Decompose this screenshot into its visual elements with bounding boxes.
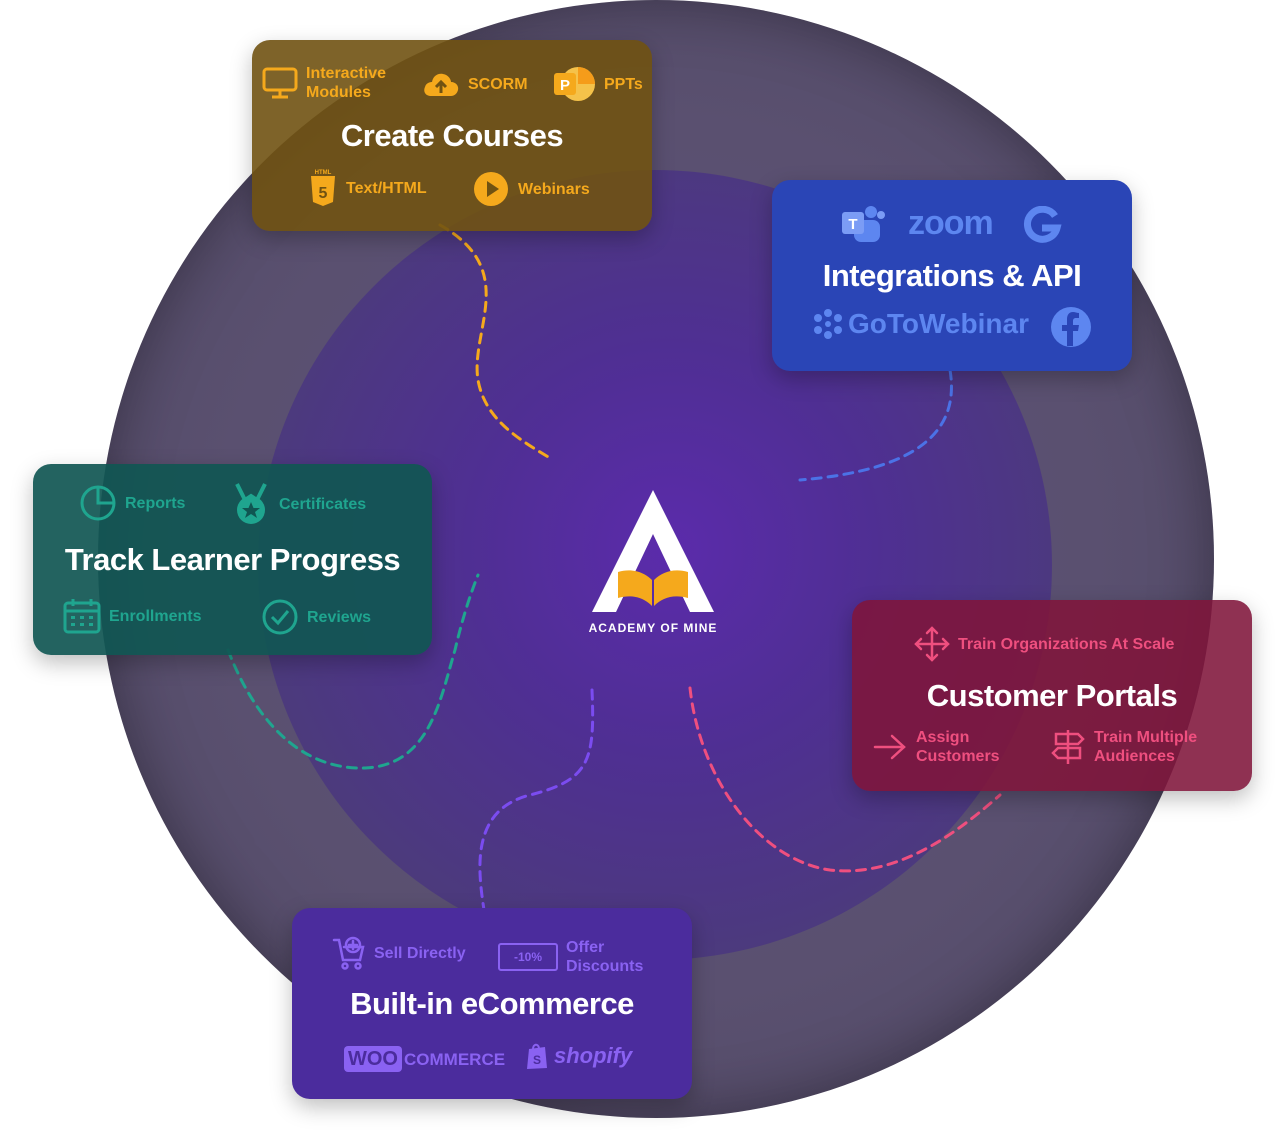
academy-a-logo-icon <box>592 490 714 612</box>
item-label: Sell Directly <box>374 944 466 962</box>
svg-text:S: S <box>533 1053 541 1067</box>
item-train-organizations: Train Organizations At Scale <box>914 626 1174 662</box>
commerce-text: COMMERCE <box>404 1050 506 1069</box>
html5-icon: HTML 5 <box>311 170 335 206</box>
arrow-right-icon <box>873 734 906 760</box>
card-title: Create Courses <box>340 118 564 153</box>
connector-courses <box>438 223 552 460</box>
item-label: Reviews <box>307 608 372 626</box>
card-customer-portals: Train Organizations At Scale Customer Po… <box>852 600 1252 791</box>
academy-brand-text: ACADEMY OF MINE <box>588 621 718 635</box>
item-label: Webinars <box>518 180 590 198</box>
item-label: Text/HTML <box>346 179 427 197</box>
woo-mark: WOO <box>344 1046 402 1072</box>
powerpoint-icon: P <box>554 67 595 101</box>
item-offer-discounts: -10% Offer Discounts <box>498 938 643 976</box>
facebook-icon <box>1051 307 1091 347</box>
item-enrollments: Enrollments <box>63 598 201 634</box>
signpost-icon <box>1051 730 1085 764</box>
svg-text:5: 5 <box>319 185 328 202</box>
cart-plus-icon <box>332 936 365 970</box>
gotowebinar-icon <box>814 309 842 339</box>
item-label: Enrollments <box>109 607 202 625</box>
monitor-icon <box>262 67 298 99</box>
card-title: Track Learner Progress <box>64 542 401 577</box>
svg-text:T: T <box>848 216 857 233</box>
item-reviews: Reviews <box>261 598 371 636</box>
card-title: Built-in eCommerce <box>350 986 634 1021</box>
card-create-courses: Interactive Modules SCORM P PPTs Create … <box>252 40 652 231</box>
pie-chart-icon <box>80 485 116 521</box>
item-assign-customers: Assign Customers <box>872 728 1000 766</box>
card-track-learner-progress: Reports Certificates Track Learner Progr… <box>33 464 432 655</box>
item-label: Train Multiple Audiences <box>1094 729 1198 765</box>
connector-integrations <box>798 368 953 482</box>
connector-track <box>226 573 480 770</box>
academy-logo: ACADEMY OF MINE <box>586 488 720 635</box>
item-ppts: P PPTs <box>552 64 643 104</box>
shopify-logo: S shopify <box>526 1042 632 1070</box>
card-title: Customer Portals <box>926 678 1178 713</box>
connector-ecommerce <box>478 688 595 912</box>
zoom-logo: zoom <box>908 204 994 242</box>
discount-tag-icon: -10% <box>498 943 558 971</box>
item-sell-directly: Sell Directly <box>332 936 466 970</box>
item-scorm: SCORM <box>422 69 528 99</box>
gotowebinar-logo: GoToWebinar <box>812 308 1029 340</box>
play-icon <box>474 172 508 206</box>
item-label: Reports <box>125 494 186 512</box>
item-train-multiple-audiences: Train Multiple Audiences <box>1050 728 1197 766</box>
move-arrows-icon <box>914 626 950 662</box>
calendar-icon <box>63 599 101 634</box>
google-icon <box>1023 206 1062 243</box>
item-label: Train Organizations At Scale <box>958 635 1175 653</box>
item-label: Assign Customers <box>916 729 1000 765</box>
item-interactive-modules: Interactive Modules <box>262 64 386 102</box>
svg-text:HTML: HTML <box>315 170 332 176</box>
teams-icon: T <box>842 206 885 242</box>
connector-portals <box>688 686 1002 873</box>
item-text-html: HTML 5 Text/HTML <box>308 168 427 208</box>
cloud-upload-icon <box>424 73 459 96</box>
check-circle-icon <box>262 599 298 635</box>
item-label: Interactive Modules <box>306 65 387 101</box>
medal-icon <box>235 483 267 524</box>
card-integrations-api: T zoom Integrations & API GoToWebinar <box>772 180 1132 371</box>
item-label: Offer Discounts <box>566 939 644 975</box>
item-certificates: Certificates <box>231 482 366 526</box>
item-label: SCORM <box>468 75 528 93</box>
shopify-text: shopify <box>554 1043 633 1068</box>
gotowebinar-text: GoToWebinar <box>848 308 1029 339</box>
card-title: Integrations & API <box>822 258 1082 293</box>
card-built-in-ecommerce: Sell Directly -10% Offer Discounts Built… <box>292 908 692 1099</box>
item-webinars: Webinars <box>472 170 590 208</box>
item-label: Certificates <box>279 495 367 513</box>
item-label: PPTs <box>604 75 643 93</box>
svg-text:P: P <box>560 77 570 94</box>
item-reports: Reports <box>79 484 185 522</box>
woocommerce-logo: WOO COMMERCE <box>344 1046 505 1072</box>
shopify-bag-icon: S <box>527 1043 547 1069</box>
